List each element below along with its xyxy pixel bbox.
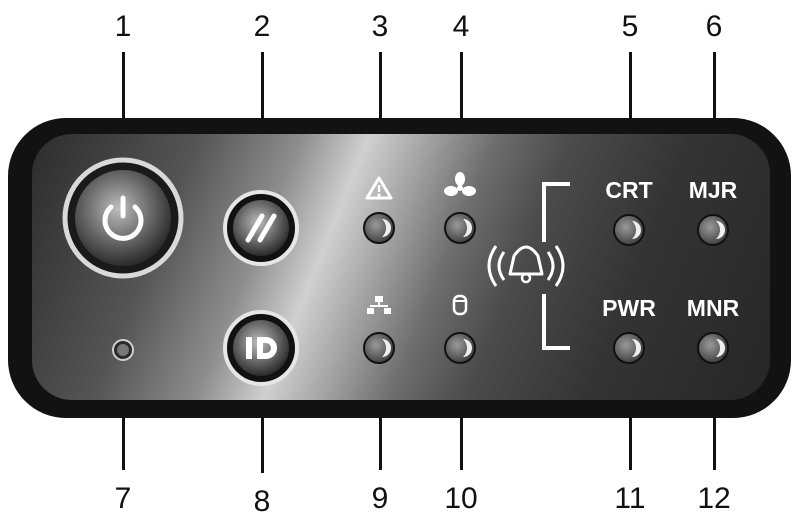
fan-icon <box>444 172 476 196</box>
leader-line-3 <box>379 52 382 162</box>
leader-line-12 <box>713 368 716 470</box>
leader-line-8 <box>261 385 264 473</box>
alarm-bracket <box>542 182 570 350</box>
double-slash-icon <box>245 213 277 243</box>
id-icon <box>246 337 277 359</box>
leader-line-9 <box>379 368 382 470</box>
callout-5: 5 <box>621 10 639 43</box>
led-mnr <box>697 332 729 364</box>
led-disk <box>444 332 476 364</box>
alarm-bell-icon <box>487 245 565 287</box>
crt-label: CRT <box>605 177 653 203</box>
id-button[interactable] <box>223 310 299 386</box>
callout-7: 7 <box>114 482 132 515</box>
callout-8: 8 <box>253 485 271 518</box>
led-fan <box>444 212 476 244</box>
power-icon <box>102 195 144 241</box>
callout-1: 1 <box>114 10 132 43</box>
mjr-label: MJR <box>688 177 738 203</box>
callout-3: 3 <box>371 10 389 43</box>
disk-drive-icon <box>452 294 468 316</box>
warning-triangle-icon <box>365 176 393 200</box>
led-warning <box>363 212 395 244</box>
mnr-label: MNR <box>686 295 740 321</box>
leader-line-7 <box>122 380 125 470</box>
callout-11: 11 <box>614 482 646 515</box>
led-pwr <box>613 332 645 364</box>
callout-6: 6 <box>705 10 723 43</box>
callout-12: 12 <box>697 482 731 515</box>
callout-4: 4 <box>452 10 470 43</box>
leader-line-10 <box>460 368 463 470</box>
leader-line-5 <box>629 52 632 164</box>
power-button[interactable] <box>62 157 184 279</box>
callout-2: 2 <box>253 10 271 43</box>
led-mjr <box>697 214 729 246</box>
pwr-label: PWR <box>602 295 656 321</box>
network-icon <box>367 296 391 314</box>
led-crt <box>613 214 645 246</box>
leader-line-4 <box>460 52 463 162</box>
callout-10: 10 <box>444 482 478 515</box>
leader-line-1 <box>122 52 125 160</box>
pinhole-indicator <box>112 339 134 361</box>
led-network <box>363 332 395 364</box>
leader-line-11 <box>629 368 632 470</box>
reset-button[interactable] <box>223 190 299 266</box>
front-panel-bezel: CRT MJR PWR MNR <box>8 118 791 418</box>
front-panel-face: CRT MJR PWR MNR <box>32 134 770 400</box>
leader-line-2 <box>261 52 264 182</box>
leader-line-6 <box>713 52 716 164</box>
callout-9: 9 <box>371 482 389 515</box>
